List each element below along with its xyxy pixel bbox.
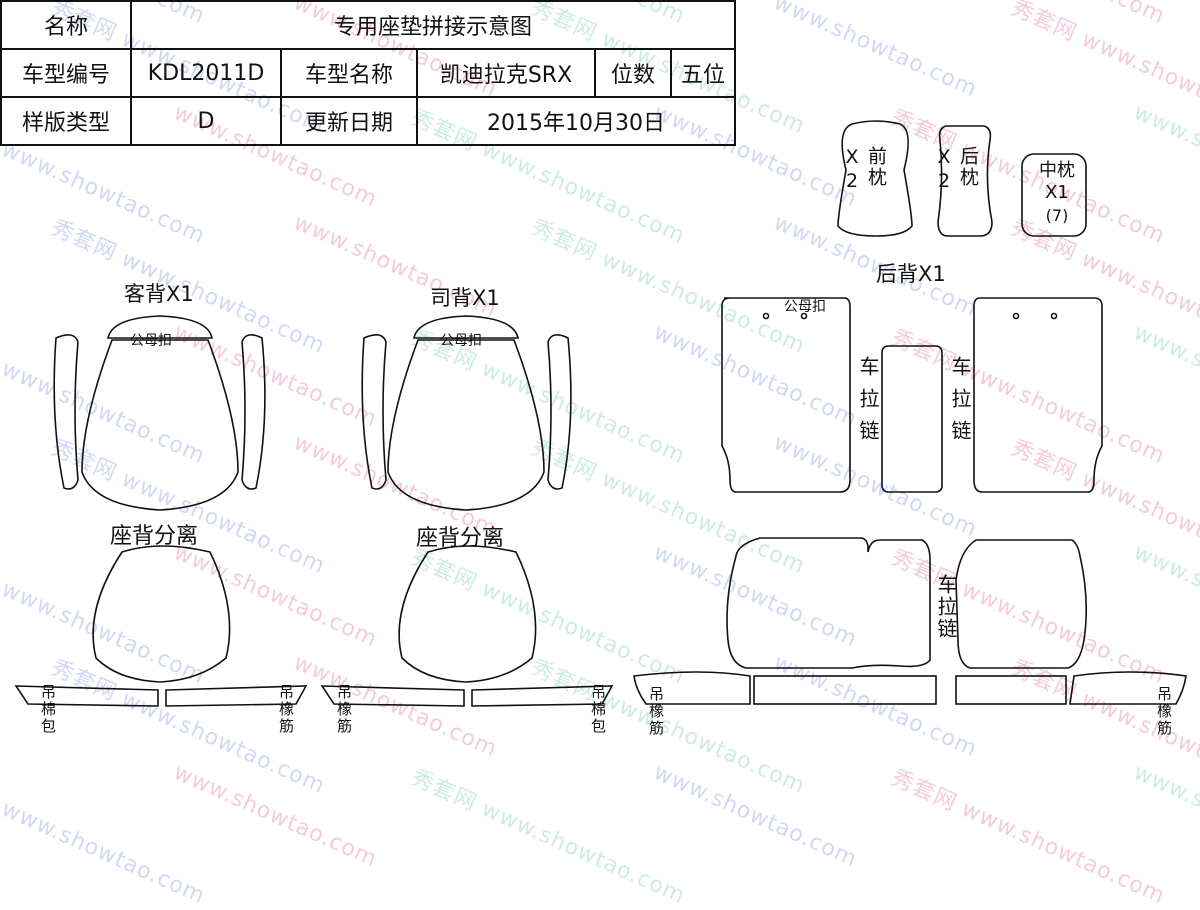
- rear-cushion-strip-1: [633, 671, 751, 705]
- middle-pillow-label: 中枕X1: [1039, 160, 1075, 203]
- zipper-label-2: 车拉链: [948, 356, 972, 452]
- rear-back-middle-panel: [881, 345, 943, 493]
- hang-rubber-band-label-mid: 吊橡筋: [335, 684, 353, 735]
- rear-cushion-strip-3: [955, 675, 1067, 705]
- model-no-value: KDL2011D: [130, 48, 282, 98]
- passenger-seat-back-separate-label: 座背分离: [110, 524, 199, 549]
- zipper-label-1: 车拉链: [856, 356, 880, 452]
- passenger-back-side-left: [53, 334, 79, 490]
- driver-back-top-cap: [413, 315, 519, 339]
- driver-seat-cushion-pattern: [320, 545, 614, 707]
- rear-cushion-right-panel: [955, 539, 1088, 669]
- template-type-value: D: [130, 96, 282, 146]
- model-name-label: 车型名称: [280, 48, 418, 98]
- driver-back-panel: [387, 339, 545, 511]
- passenger-cushion-panel: [92, 545, 231, 683]
- rear-back-label: 后背X1: [876, 262, 946, 286]
- rear-pillow-pattern: [937, 125, 993, 237]
- hang-cotton-bag-label-left: 吊棉包: [39, 684, 57, 735]
- hang-rubber-band-label-left: 吊橡筋: [277, 684, 295, 735]
- driver-cushion-strip-left: [320, 685, 465, 707]
- rear-cushion-strip-4: [1069, 671, 1187, 705]
- driver-back-side-right: [547, 334, 572, 490]
- seats-label: 位数: [594, 48, 672, 98]
- passenger-cushion-strip-left: [14, 685, 159, 707]
- driver-snap-button-label: 公母扣: [440, 333, 482, 349]
- rear-snap-button-label: 公母扣: [784, 299, 826, 315]
- driver-cushion-strip-right: [471, 685, 614, 707]
- rear-back-right-hole-2: [1050, 312, 1058, 320]
- middle-pillow-note: (7): [1045, 206, 1069, 225]
- rear-back-left-hole-2: [800, 312, 808, 320]
- rear-back-right-panel: [973, 297, 1103, 493]
- zipper-label-3: 车拉链: [934, 574, 958, 640]
- front-pillow-label: 前枕X2: [841, 146, 887, 194]
- middle-pillow-pattern: [1021, 153, 1087, 237]
- rear-pillow-label: 后枕X2: [933, 146, 979, 194]
- driver-seat-back-separate-label: 座背分离: [416, 526, 505, 551]
- model-no-label: 车型编号: [0, 48, 132, 98]
- model-name-value: 凯迪拉克SRX: [416, 48, 596, 98]
- pattern-outlines: [14, 120, 1187, 707]
- front-pillow-pattern: [837, 120, 913, 237]
- rear-seat-cushion-pattern: [633, 537, 1187, 705]
- passenger-back-pattern: [53, 315, 266, 511]
- seats-value: 五位: [670, 48, 736, 98]
- name-label: 名称: [0, 0, 132, 50]
- passenger-back-side-right: [241, 334, 266, 490]
- passenger-back-top-cap: [107, 315, 213, 339]
- passenger-back-panel: [81, 339, 239, 511]
- passenger-back-label: 客背X1: [124, 282, 194, 306]
- driver-back-pattern: [361, 315, 572, 511]
- driver-back-label: 司背X1: [430, 286, 500, 310]
- rear-back-left-panel: [721, 297, 851, 493]
- update-date-value: 2015年10月30日: [416, 96, 736, 146]
- hang-cotton-bag-label-mid: 吊棉包: [589, 684, 607, 735]
- hang-rubber-band-label-rear-left: 吊橡筋: [647, 686, 665, 737]
- rear-back-left-hole-1: [762, 312, 770, 320]
- diagram-title: 专用座垫拼接示意图: [130, 0, 736, 50]
- rear-back-right-hole-1: [1012, 312, 1020, 320]
- passenger-cushion-strip-right: [165, 685, 308, 707]
- rear-cushion-strip-2: [753, 675, 937, 705]
- rear-cushion-left-panel: [726, 537, 931, 669]
- info-table: 名称 专用座垫拼接示意图 车型编号 KDL2011D 车型名称 凯迪拉克SRX …: [0, 0, 736, 146]
- rear-back-pattern: [721, 297, 1103, 493]
- driver-back-side-left: [361, 334, 387, 490]
- update-date-label: 更新日期: [280, 96, 418, 146]
- passenger-snap-button-label: 公母扣: [130, 333, 172, 349]
- template-type-label: 样版类型: [0, 96, 132, 146]
- passenger-seat-cushion-pattern: [14, 545, 308, 707]
- driver-cushion-panel: [398, 545, 537, 683]
- hang-rubber-band-label-rear-right: 吊橡筋: [1155, 686, 1173, 737]
